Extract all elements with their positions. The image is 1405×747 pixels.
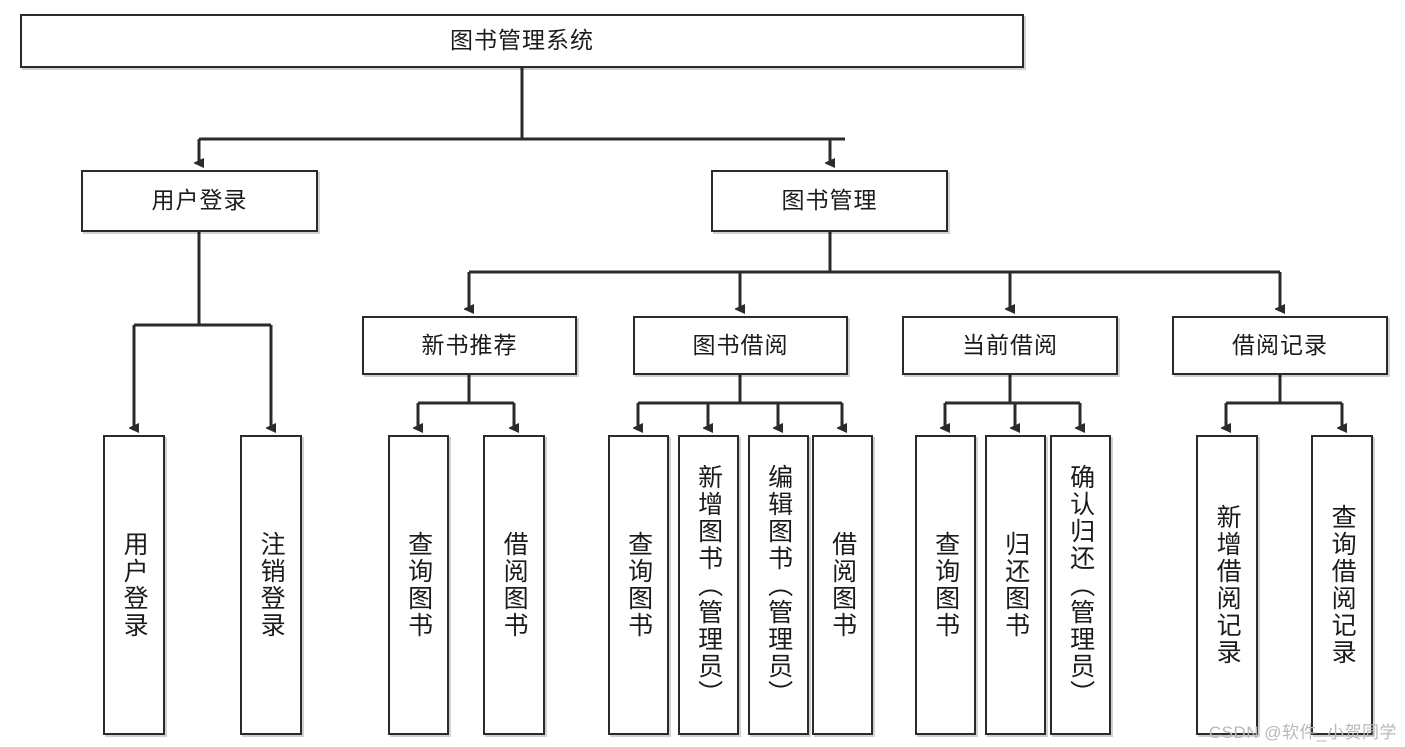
node-leaf-borrow-book-1[interactable]: 借阅图书: [483, 435, 545, 735]
node-label-leaf-borrow-book-2: 借阅图书: [828, 531, 857, 639]
node-new-book-recommend[interactable]: 新书推荐: [362, 316, 577, 375]
node-label-leaf-query-book-1: 查询图书: [404, 531, 433, 639]
node-borrow-record[interactable]: 借阅记录: [1172, 316, 1388, 375]
node-label-leaf-query-borrow-record: 查询借阅记录: [1328, 504, 1357, 666]
node-label-root: 图书管理系统: [450, 27, 594, 54]
node-label-leaf-add-book-admin: 新增图书（管理员）: [694, 463, 723, 707]
node-label-leaf-edit-book-admin: 编辑图书（管理员）: [764, 463, 793, 707]
node-label-leaf-user-login: 用户登录: [120, 531, 149, 639]
node-leaf-user-login[interactable]: 用户登录: [103, 435, 165, 735]
node-label-leaf-query-book-2: 查询图书: [624, 531, 653, 639]
node-label-book-management: 图书管理: [781, 187, 878, 214]
node-leaf-confirm-return-admin[interactable]: 确认归还（管理员）: [1050, 435, 1111, 735]
node-root-system[interactable]: 图书管理系统: [20, 14, 1024, 68]
node-leaf-logout-login[interactable]: 注销登录: [240, 435, 302, 735]
node-label-leaf-borrow-book-1: 借阅图书: [500, 531, 529, 639]
node-book-borrow[interactable]: 图书借阅: [633, 316, 848, 375]
node-label-current-borrow: 当前借阅: [962, 331, 1058, 358]
node-leaf-borrow-book-2[interactable]: 借阅图书: [812, 435, 873, 735]
node-label-leaf-add-borrow-record: 新增借阅记录: [1213, 504, 1242, 666]
node-label-book-borrow: 图书借阅: [692, 331, 789, 358]
node-label-user-login: 用户登录: [151, 187, 248, 214]
node-user-login[interactable]: 用户登录: [81, 170, 318, 232]
node-leaf-query-book-2[interactable]: 查询图书: [608, 435, 669, 735]
node-label-leaf-logout-login: 注销登录: [257, 531, 286, 639]
node-leaf-query-borrow-record[interactable]: 查询借阅记录: [1311, 435, 1373, 735]
node-label-borrow-record: 借阅记录: [1232, 331, 1328, 358]
node-leaf-query-book-3[interactable]: 查询图书: [915, 435, 976, 735]
node-leaf-edit-book-admin[interactable]: 编辑图书（管理员）: [748, 435, 809, 735]
node-leaf-query-book-1[interactable]: 查询图书: [388, 435, 449, 735]
node-label-new-book-recommend: 新书推荐: [421, 331, 518, 358]
node-label-leaf-confirm-return-admin: 确认归还（管理员）: [1066, 463, 1095, 707]
node-label-leaf-return-book: 归还图书: [1001, 531, 1030, 639]
node-label-leaf-query-book-3: 查询图书: [931, 531, 960, 639]
node-leaf-add-book-admin[interactable]: 新增图书（管理员）: [678, 435, 739, 735]
node-book-management[interactable]: 图书管理: [711, 170, 948, 232]
node-leaf-add-borrow-record[interactable]: 新增借阅记录: [1196, 435, 1258, 735]
node-leaf-return-book[interactable]: 归还图书: [985, 435, 1046, 735]
node-current-borrow[interactable]: 当前借阅: [902, 316, 1118, 375]
